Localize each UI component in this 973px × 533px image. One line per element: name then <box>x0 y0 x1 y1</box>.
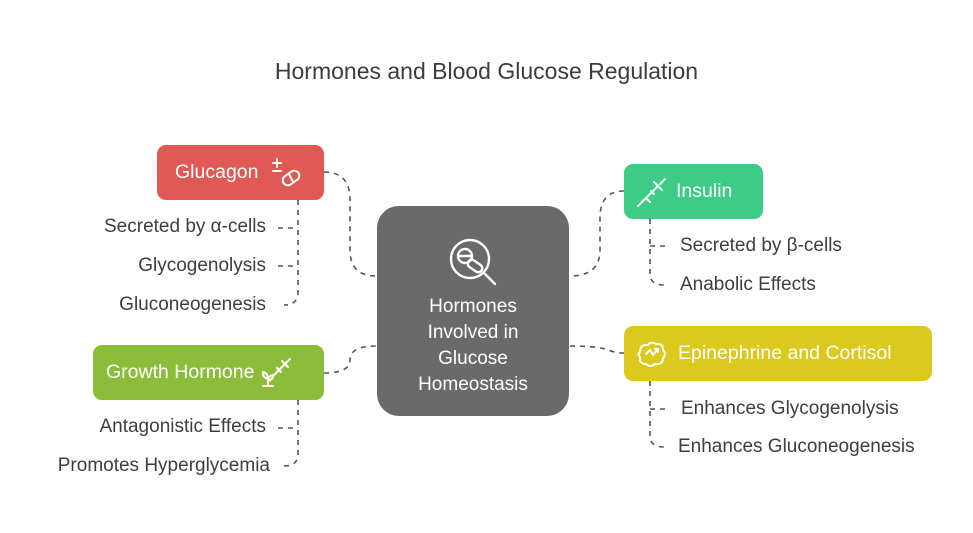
center-line-1: Hormones <box>429 296 517 317</box>
syringe-icon <box>637 177 666 207</box>
center-label: Hormones Involved in Glucose Homeostasis <box>377 294 569 398</box>
center-line-3: Glucose <box>438 348 508 369</box>
growth-hormone-item-2: Promotes Hyperglycemia <box>57 455 270 476</box>
glucagon-node: Glucagon <box>157 145 324 200</box>
insulin-label: Insulin <box>676 180 733 202</box>
growth-hormone-label: Growth Hormone <box>106 361 255 383</box>
connector-glucagon <box>323 171 377 277</box>
insulin-item-2: Anabolic Effects <box>680 274 816 295</box>
connector-growth <box>323 345 377 374</box>
pills-magnifier-icon <box>449 238 497 286</box>
epinephrine-cortisol-label: Epinephrine and Cortisol <box>678 342 892 364</box>
stress-brain-icon <box>637 341 666 367</box>
connector-growth-items <box>283 400 299 467</box>
glucagon-item-1: Secreted by α-cells <box>104 216 266 237</box>
center-line-4: Homeostasis <box>418 374 528 395</box>
plus-minus-pill-icon <box>272 157 301 186</box>
epinephrine-cortisol-node: Epinephrine and Cortisol <box>624 326 932 381</box>
growth-hormone-item-1: Antagonistic Effects <box>99 416 266 437</box>
glucagon-item-2: Glycogenolysis <box>138 255 266 276</box>
center-line-2: Involved in <box>427 322 519 343</box>
diagram-title: Hormones and Blood Glucose Regulation <box>274 58 699 84</box>
connector-insulin-items <box>649 219 665 286</box>
glucagon-item-3: Gluconeogenesis <box>119 294 266 315</box>
growth-hormone-node: Growth Hormone <box>93 345 324 400</box>
syringe-plant-icon <box>262 357 292 387</box>
connector-epinephrine-items <box>649 381 665 448</box>
connector-epinephrine <box>569 345 625 354</box>
insulin-item-1: Secreted by β-cells <box>680 235 842 256</box>
epinephrine-item-2: Enhances Gluconeogenesis <box>678 436 915 457</box>
insulin-node: Insulin <box>624 164 763 219</box>
connector-insulin <box>569 190 625 277</box>
center-node: Hormones Involved in Glucose Homeostasis <box>377 206 569 416</box>
connector-glucagon-items <box>283 200 299 306</box>
glucagon-label: Glucagon <box>175 161 259 183</box>
epinephrine-item-1: Enhances Glycogenolysis <box>681 398 899 419</box>
